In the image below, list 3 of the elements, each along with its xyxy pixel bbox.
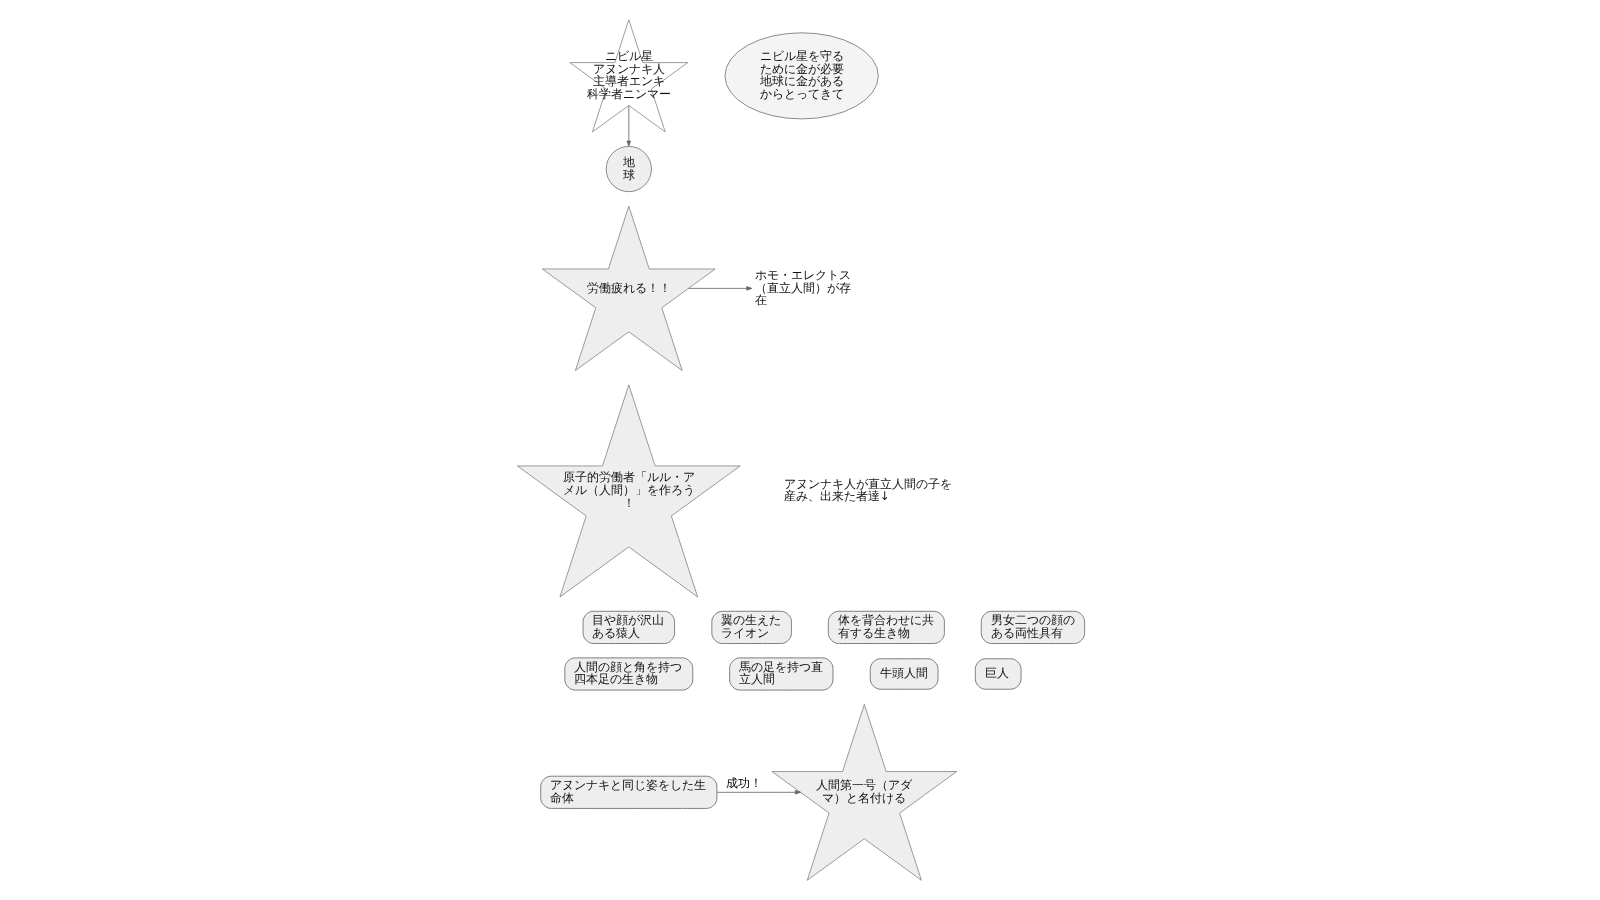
arrow — [625, 105, 630, 147]
arrow — [715, 790, 800, 795]
arrow — [687, 286, 752, 291]
